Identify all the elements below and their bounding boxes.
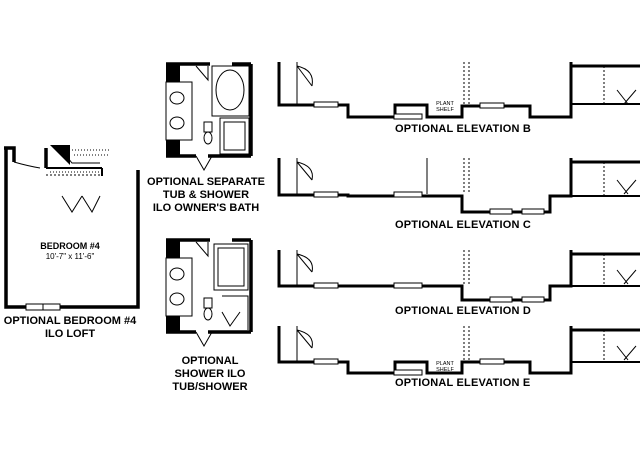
elevation-b-label: OPTIONAL ELEVATION B <box>395 123 532 135</box>
bath-option-1-plan <box>165 62 253 172</box>
elevation-b-plan <box>277 62 640 120</box>
bath-option-1-label: OPTIONAL SEPARATE TUB & SHOWER ILO OWNER… <box>140 176 272 215</box>
elevation-d-plan <box>277 250 640 303</box>
bedroom-name: BEDROOM #4 <box>40 241 100 251</box>
bath-option-2-label: OPTIONAL SHOWER ILO TUB/SHOWER <box>150 355 270 394</box>
plant-shelf-b-line-1: PLANT <box>436 101 454 107</box>
loft-option-label: OPTIONAL BEDROOM #4 ILO LOFT <box>0 315 140 341</box>
elevation-d-label: OPTIONAL ELEVATION D <box>395 305 532 317</box>
elevation-c-plan <box>277 158 640 215</box>
bath-option-1-line-2: TUB & SHOWER <box>162 189 250 201</box>
bath-option-1-line-1: OPTIONAL SEPARATE <box>147 176 265 188</box>
bath-option-2-line-2: SHOWER ILO <box>174 368 246 380</box>
plant-shelf-e-line-1: PLANT <box>436 361 454 367</box>
plant-shelf-e-line-2: SHELF <box>436 367 454 373</box>
loft-option-line-2: ILO LOFT <box>44 328 96 340</box>
bath-option-1-line-3: ILO OWNER'S BATH <box>152 202 260 214</box>
loft-option-line-1: OPTIONAL BEDROOM #4 <box>3 315 137 327</box>
elevation-e-label: OPTIONAL ELEVATION E <box>395 377 531 389</box>
bath-option-2-plan <box>165 238 253 348</box>
bedroom-4-plan <box>4 145 140 311</box>
plant-shelf-e: PLANT SHELF <box>430 361 460 373</box>
plant-shelf-b: PLANT SHELF <box>430 101 460 113</box>
plant-shelf-b-line-2: SHELF <box>436 107 454 113</box>
bath-option-2-line-3: TUB/SHOWER <box>172 381 248 393</box>
elevation-e-plan <box>277 326 640 376</box>
elevation-c-label: OPTIONAL ELEVATION C <box>395 219 532 231</box>
bedroom-dimensions: 10'-7" x 11'-6" <box>45 252 95 261</box>
bath-option-2-line-1: OPTIONAL <box>181 355 239 367</box>
